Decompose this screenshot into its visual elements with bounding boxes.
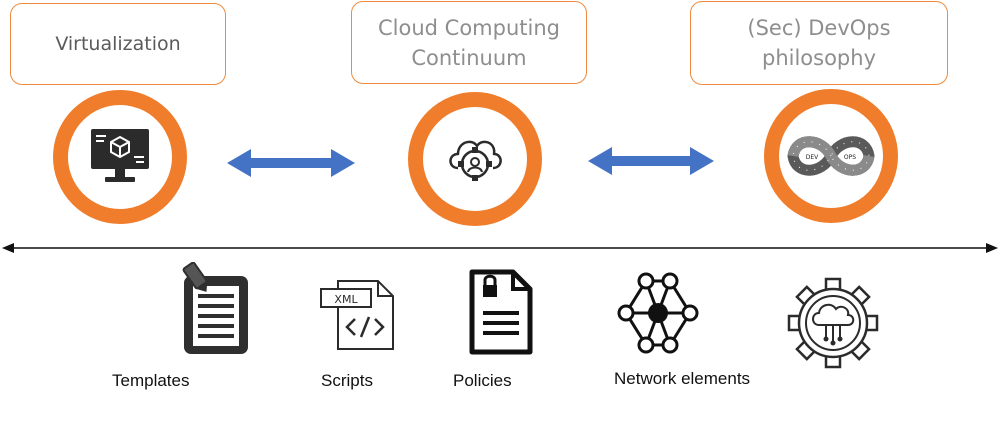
policies-label: Policies [453,371,512,390]
network-elements-label: Network elements [614,369,751,388]
computer-cube-icon [91,129,149,182]
timeline-axis-double-arrow [2,243,998,253]
network-nodes-icon [617,272,699,354]
xml-script-file-icon: XML [320,280,394,350]
cloud-gear-icon [787,277,879,369]
templates-label: Templates [112,371,190,390]
devops-philosophy-box: (Sec) DevOps philosophy [690,1,948,85]
locked-document-icon [469,269,533,355]
double-arrow-left [227,149,355,177]
devops-ring: DEV OPS [764,89,898,223]
ops-label: OPS [844,154,856,161]
dev-label: DEV [806,154,819,161]
cloud-computing-continuum-box: Cloud Computing Continuum [351,1,587,84]
cloud-gear-user-icon [449,140,502,181]
virtualization-ring [53,90,187,224]
template-notepad-icon [182,262,248,354]
double-arrow-right [588,147,714,175]
xml-tag-label: XML [334,293,358,306]
cloud-computing-ring [408,92,542,226]
virtualization-box: Virtualization [10,3,226,85]
scripts-label: Scripts [321,371,373,390]
devops-infinity-icon: DEV OPS [787,136,875,176]
